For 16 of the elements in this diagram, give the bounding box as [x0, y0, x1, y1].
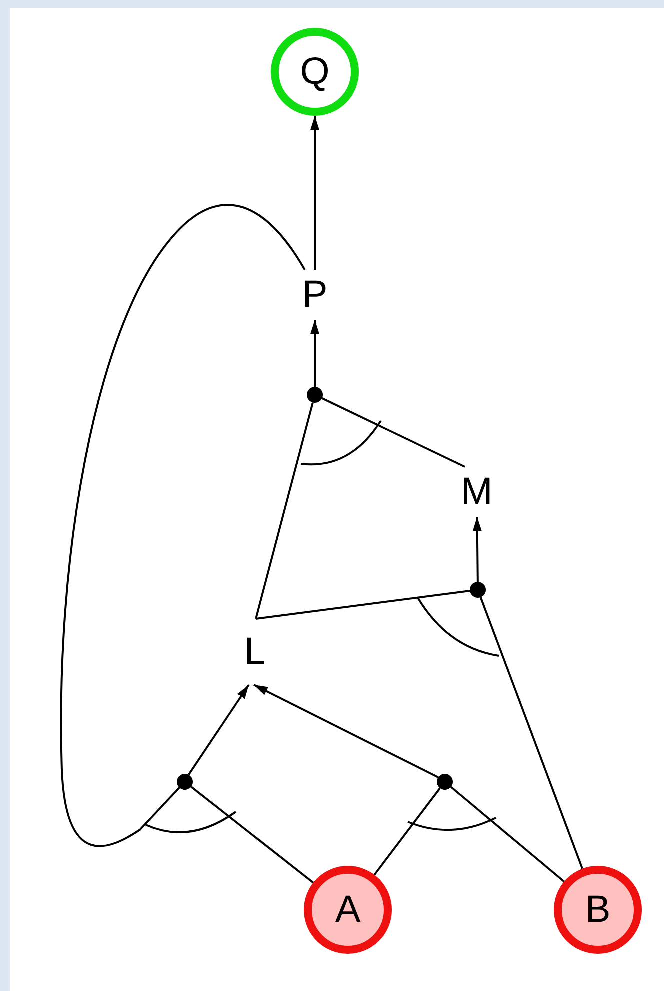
arrow	[188, 684, 250, 776]
arrow	[310, 320, 320, 387]
connector-line	[60, 204, 306, 847]
connector-line	[374, 788, 441, 876]
connector-line	[190, 786, 314, 884]
connector-line	[255, 402, 314, 620]
connector-line	[450, 786, 565, 883]
proposition-label: L	[240, 619, 270, 685]
connector-line	[322, 398, 466, 468]
arrow	[254, 684, 439, 778]
proposition-label: P	[297, 270, 333, 320]
arrow	[472, 516, 482, 582]
connector-line	[256, 590, 470, 620]
arrow	[310, 116, 320, 270]
proposition-label: M	[457, 467, 497, 517]
connector-line	[480, 597, 584, 870]
